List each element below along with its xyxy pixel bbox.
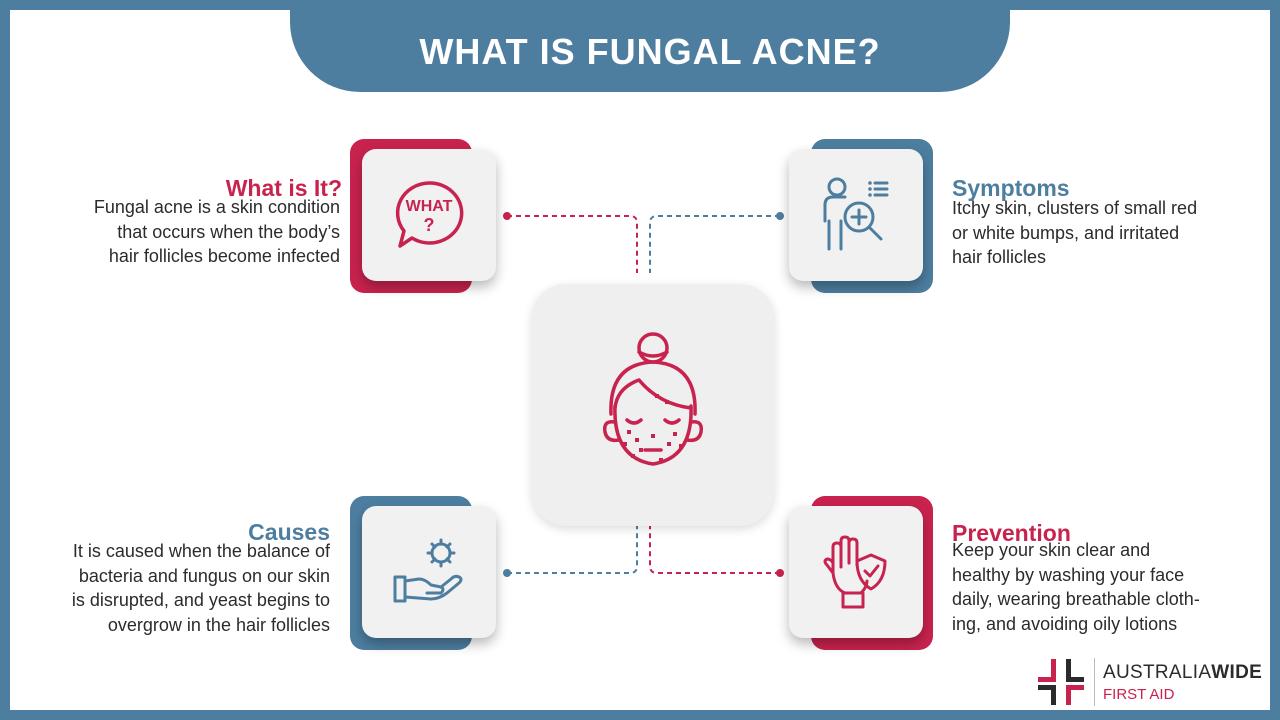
logo-text: AUSTRALIAWIDE FIRST AID	[1103, 662, 1262, 703]
connector-what-is-it	[507, 215, 638, 273]
what-icon-question-mark: ?	[424, 215, 435, 235]
connector-symptoms	[649, 215, 780, 273]
text-line: bacteria and fungus on our skin	[78, 565, 330, 586]
heading-symptoms: Symptoms	[952, 175, 1070, 201]
text-line: healthy by washing your face	[952, 564, 1185, 585]
connector-dot-what-is-it	[503, 212, 511, 220]
text-prevention: Keep your skin clear and healthy by wash…	[952, 538, 1200, 636]
text-line: daily, wearing breathable cloth-	[952, 589, 1200, 609]
text-line: Itchy skin, clusters of small red	[952, 198, 1198, 218]
page-title: WHAT IS FUNGAL ACNE?	[419, 31, 881, 72]
text-line: hair follicles become infected	[108, 246, 340, 266]
logo-australia: AUSTRALIA	[1103, 661, 1212, 683]
card-causes	[362, 506, 496, 638]
text-line: overgrow in the hair follicles	[107, 614, 330, 635]
text-line: It is caused when the balance of	[72, 541, 330, 561]
what-icon-word: WHAT	[406, 198, 453, 215]
text-causes: It is caused when the balance of bacteri…	[72, 539, 330, 637]
heading-causes: Causes	[248, 519, 330, 545]
text-line: or white bumps, and irritated	[952, 222, 1180, 243]
logo-divider	[1094, 658, 1095, 706]
text-line: Fungal acne is a skin condition	[93, 197, 340, 217]
text-line: is disrupted, and yeast begins to	[71, 590, 330, 610]
what-question-speech-bubble-icon: WHAT ?	[395, 181, 464, 248]
heading-prevention: Prevention	[952, 520, 1071, 546]
card-symptoms	[789, 149, 923, 281]
card-what-is-it: WHAT ?	[362, 149, 496, 281]
text-line: that occurs when the body’s	[117, 221, 340, 242]
connector-prevention	[649, 518, 780, 574]
first-aid-cross-logo-icon	[1038, 659, 1084, 705]
person-magnifier-icon	[823, 177, 889, 251]
text-line: Keep your skin clear and	[952, 540, 1151, 560]
logo-line1: AUSTRALIAWIDE	[1103, 662, 1262, 684]
hand-holding-germ-icon	[393, 538, 463, 603]
center-card	[532, 284, 774, 526]
woman-face-acne-icon	[602, 332, 704, 466]
connector-lines	[503, 212, 784, 577]
text-symptoms: Itchy skin, clusters of small red or whi…	[952, 196, 1197, 270]
logo-wide: WIDE	[1211, 661, 1263, 683]
brand-logo: AUSTRALIAWIDE FIRST AID	[1038, 658, 1262, 706]
title-banner: WHAT IS FUNGAL ACNE?	[290, 10, 1010, 92]
connector-causes	[507, 518, 638, 574]
text-line: ing, and avoiding oily lotions	[952, 613, 1178, 634]
text-what-is-it: Fungal acne is a skin condition that occ…	[94, 195, 340, 269]
logo-first-aid: FIRST AID	[1103, 685, 1175, 703]
connector-dot-symptoms	[776, 212, 784, 220]
connector-dot-causes	[503, 569, 511, 577]
hand-shield-icon	[823, 535, 887, 609]
connector-dot-prevention	[776, 569, 784, 577]
card-prevention	[789, 506, 923, 638]
heading-what-is-it: What is It?	[225, 175, 342, 201]
text-line: hair follicles	[952, 247, 1047, 267]
